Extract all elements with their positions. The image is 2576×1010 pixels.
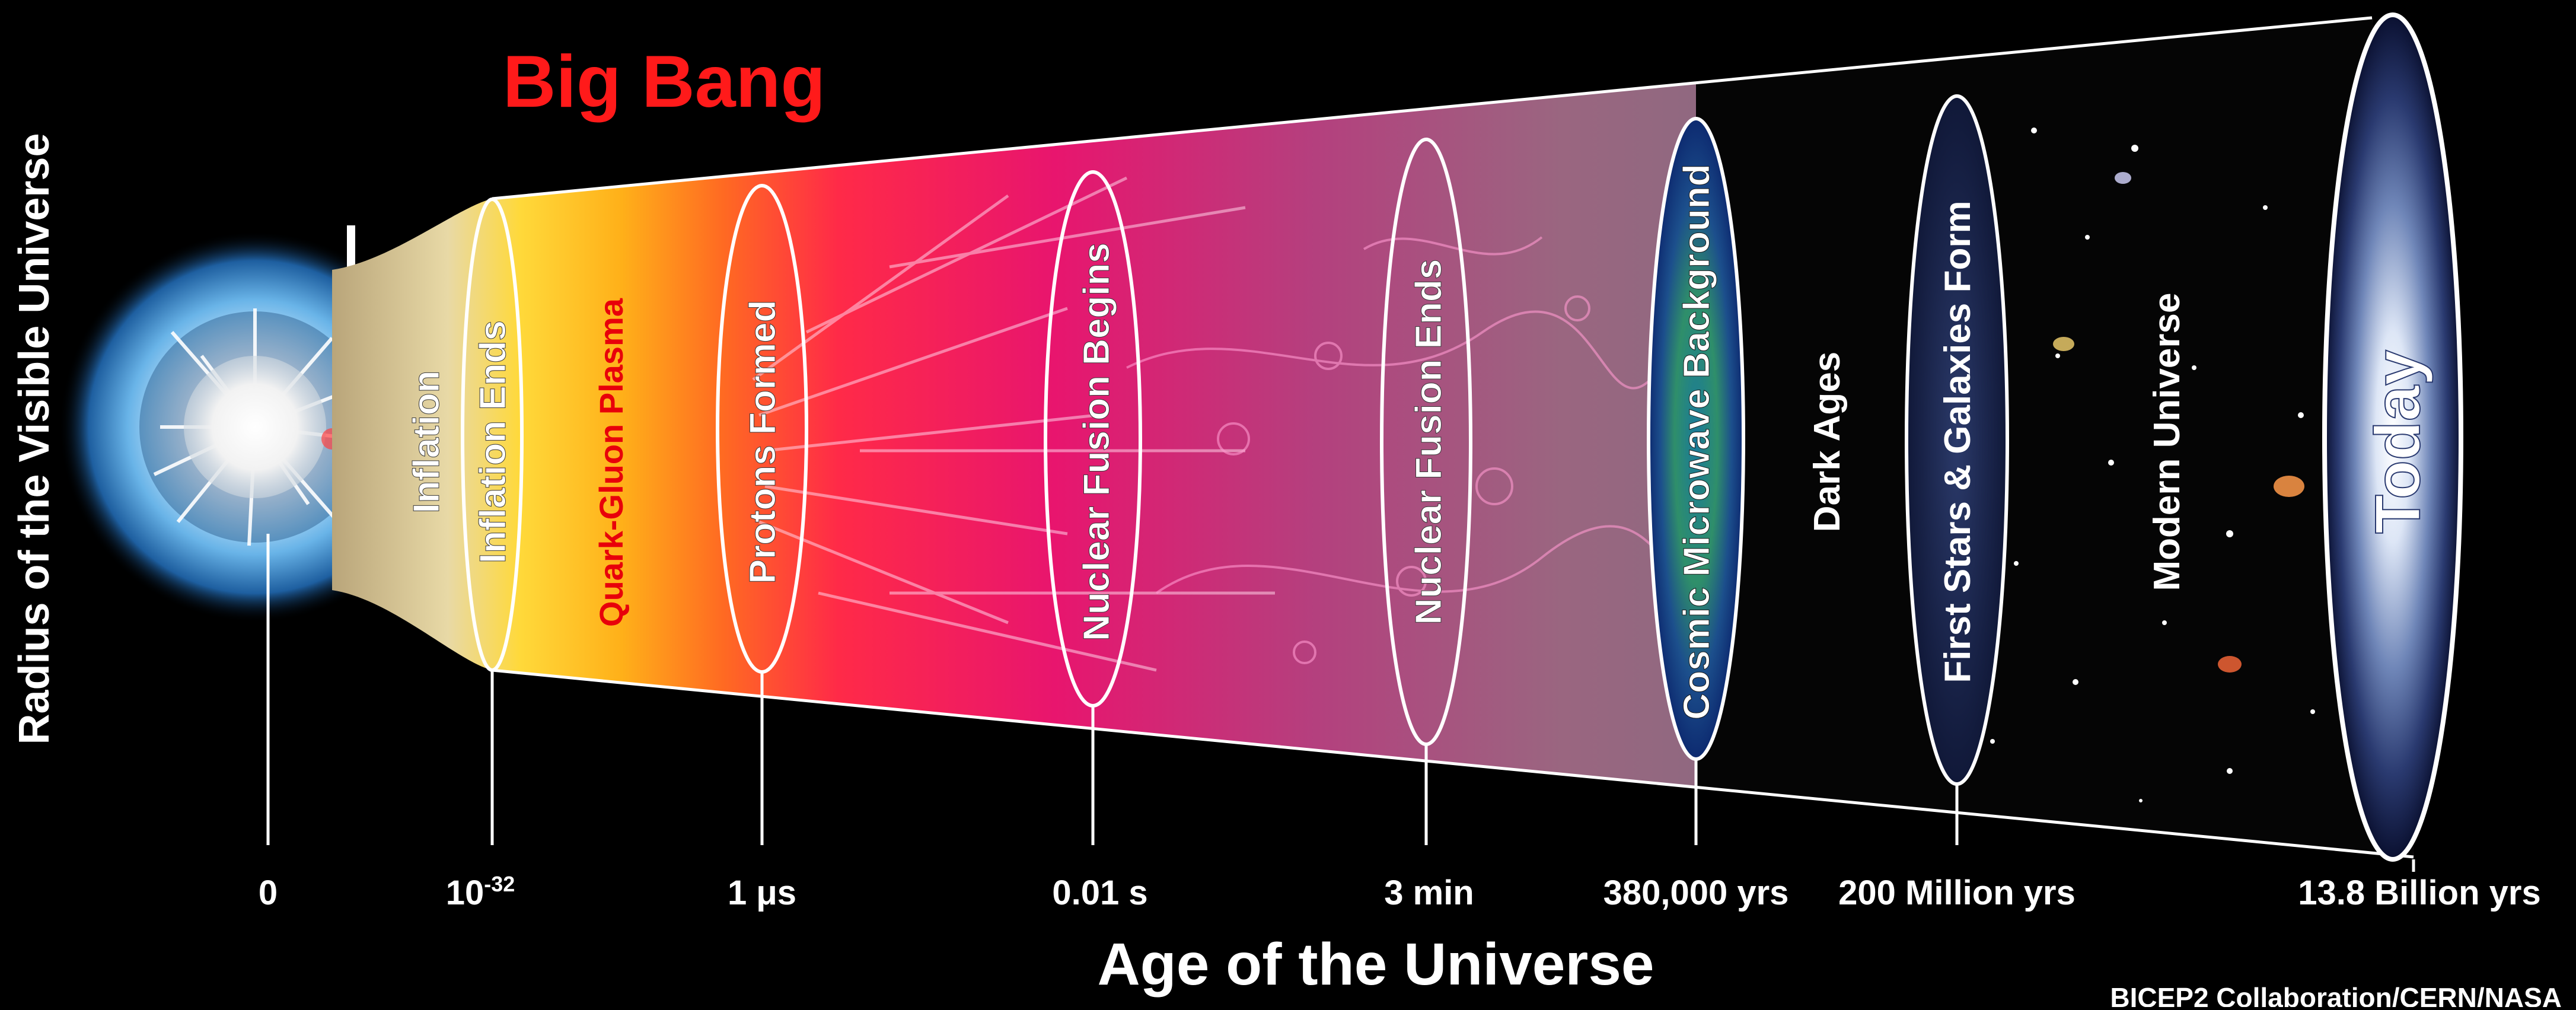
universe-funnel (332, 16, 2414, 859)
time-tick-labels: 0 10-32 1 μs 0.01 s 3 min 380,000 yrs 20… (259, 872, 2541, 912)
distant-galaxies (2053, 172, 2304, 673)
tick-label-1e-32-base: 10 (446, 874, 484, 912)
stage-label-inflation: Inflation (406, 370, 447, 513)
star-field (1973, 128, 2315, 802)
stage-label-dark-ages: Dark Ages (1807, 352, 1848, 532)
stage-label-today: Today (2361, 350, 2433, 534)
tick-label-380000-yrs: 380,000 yrs (1603, 874, 1789, 912)
image-credit: BICEP2 Collaboration/CERN/NASA (2110, 982, 2562, 1007)
y-axis-label: Radius of the Visible Universe (11, 133, 58, 745)
stage-label-nuclear-fusion-begins: Nuclear Fusion Begins (1076, 243, 1117, 641)
stage-label-inflation-ends: Inflation Ends (473, 320, 514, 563)
stage-label-first-stars-galaxies: First Stars & Galaxies Form (1937, 200, 1978, 683)
ring-today-galaxy (2322, 12, 2463, 862)
time-tick-lines (266, 534, 2415, 872)
stage-label-modern-universe: Modern Universe (2147, 292, 2188, 591)
stage-label-cosmic-microwave-background: Cosmic Microwave Background (1676, 164, 1717, 719)
stage-label-nuclear-fusion-ends: Nuclear Fusion Ends (1408, 259, 1449, 625)
tick-label-13-8-billion-yrs: 13.8 Billion yrs (2298, 874, 2540, 912)
tick-label-200-million-yrs: 200 Million yrs (1838, 874, 2076, 912)
page-title: Big Bang (503, 41, 825, 123)
tick-label-1-microsecond: 1 μs (728, 874, 796, 912)
stage-label-protons-formed: Protons Formed (742, 300, 783, 584)
tick-label-1e-32-exponent: -32 (484, 872, 515, 896)
x-axis-label: Age of the Universe (1097, 931, 1654, 998)
tick-label-0: 0 (259, 874, 278, 912)
tick-label-1e-32: 10-32 (446, 872, 515, 912)
tick-label-3-min: 3 min (1384, 874, 1474, 912)
tick-label-0-01-s: 0.01 s (1052, 874, 1147, 912)
stage-label-quark-gluon-plasma: Quark-Gluon Plasma (592, 298, 630, 627)
